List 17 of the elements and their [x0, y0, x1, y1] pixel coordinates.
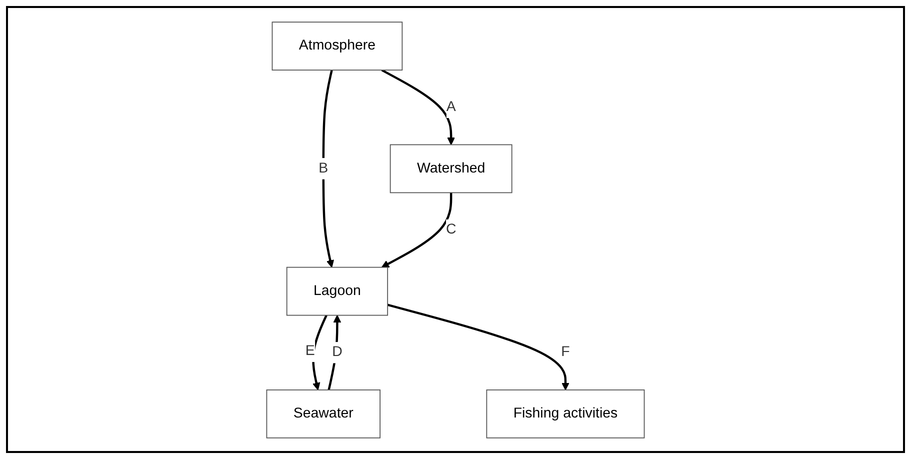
edge-label: C: [446, 222, 456, 237]
arrow: [381, 68, 455, 145]
edge-label: E: [305, 342, 315, 358]
arrow: [322, 69, 334, 268]
node-box: Seawater: [266, 388, 381, 438]
arrow: [312, 314, 328, 390]
edge-label: F: [561, 344, 570, 360]
node-box: Lagoon: [286, 266, 388, 316]
edge-label: D: [332, 344, 342, 360]
node-box: Fishing activities: [486, 388, 645, 438]
node-box: Atmosphere: [272, 21, 403, 70]
arrow: [381, 192, 452, 268]
edge-label: A: [446, 98, 456, 114]
arrow: [328, 314, 342, 390]
arrow: [387, 303, 570, 390]
edge-label: B: [318, 160, 328, 176]
node-box: Watershed: [390, 144, 512, 193]
